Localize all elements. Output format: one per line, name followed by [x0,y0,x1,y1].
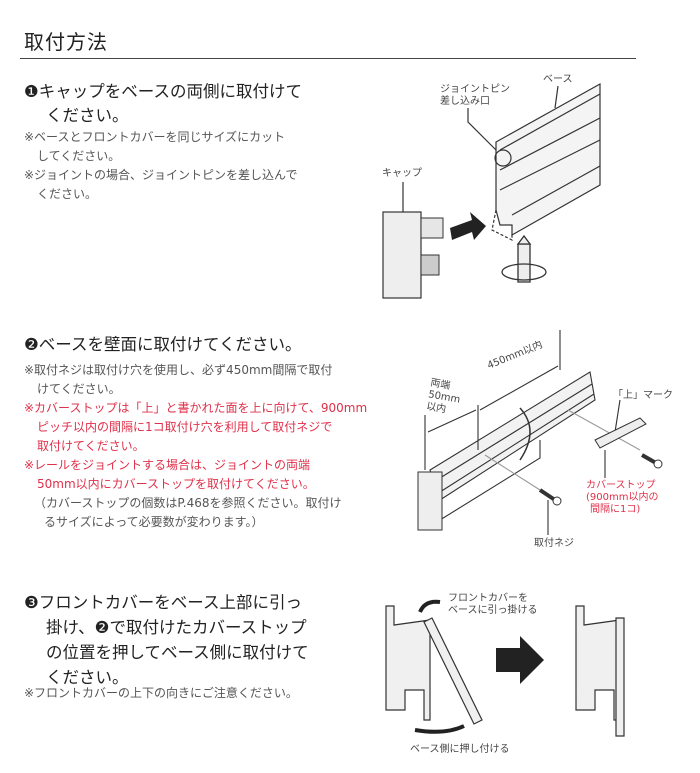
front-cover-tilted [423,617,483,725]
label-screw: 取付ネジ [534,538,574,549]
label-joint-pin: ジョイントピン 差し込み口 [440,84,510,108]
step3-heading-line4: ください。 [46,668,129,687]
cap-icon [382,211,422,299]
label-joint-pin-line2: 差し込み口 [440,96,490,107]
step2-notes: ※取付ネジは取付け穴を使用し、必ず450mm間隔で取付 けてください。 ※カバー… [24,361,367,532]
step2-note1-line2: けてください。 [37,382,121,396]
step2-note1-line1: ※取付ネジは取付け穴を使用し、必ず450mm間隔で取付 [24,363,333,377]
step2-note4-line2: るサイズによって必要数が変わります。） [44,515,264,529]
step2-note3-line2: 50mm以内にカバーストップを取付けてください。 [37,477,315,491]
step3-heading-line3: の位置を押してベース側に取付けて [46,643,309,662]
step2-note4-line1: （カバーストップの個数はP.468を参照ください。取付け [34,496,342,510]
step2-note2-line2: ピッチ以内の間隔に1コ取付け穴を利用して取付ネジで [37,420,333,434]
base-profile-before [385,605,431,721]
label-push: ベース側に押し付ける [410,744,510,755]
label-hook: フロントカバーを ベースに引っ掛ける [448,593,538,617]
step1-note2-line2: ください。 [37,187,98,201]
step1-note1-line1: ※ベースとフロントカバーを同じサイズにカット [24,130,286,144]
step3-heading: ❸フロントカバーをベース上部に引っ 掛け、❷で取付けたカバーストップ の位置を押… [24,590,309,690]
label-base: ベース [543,74,573,85]
step2-note2-line1: ※カバーストップは「上」と書かれた面を上に向けて、900mm [24,401,368,415]
label-cover-stop-line3: 間隔に1コ) [590,504,641,515]
step1-notes: ※ベースとフロントカバーを同じサイズにカット してください。 ※ジョイントの場合… [24,128,297,204]
step1-note2-line1: ※ジョイントの場合、ジョイントピンを差し込んで [24,168,298,182]
title-divider [20,58,636,59]
step2-note2-line3: 取付けてください。 [37,439,145,453]
page-title: 取付方法 [24,30,108,54]
screwdriver-icon [501,234,547,283]
curved-arrow-icon [414,724,465,734]
step1-heading: ❶キャップをベースの両側に取付けて ください。 [24,80,302,128]
front-cover-attached [615,617,625,737]
cap-icon [417,471,443,531]
label-up-mark: 「上」マーク [613,390,673,401]
arrow-right-icon [450,212,486,240]
curved-arrow-icon [418,599,441,613]
step2-note3-line1: ※レールをジョイントする場合は、ジョイントの両端 [24,458,311,472]
step3-heading-line1: ❸フロントカバーをベース上部に引っ [24,593,302,612]
step1-note1-line2: してください。 [37,149,121,163]
step1-heading-line1: ❶キャップをベースの両側に取付けて [24,82,302,101]
cover-stop-icon [594,417,647,449]
label-cover-stop-line1: カバーストップ [586,480,656,491]
step3-heading-line2: 掛け、❷で取付けたカバーストップ [46,618,307,637]
step3-note: ※フロントカバーの上下の向きにご注意ください。 [24,686,298,700]
arrow-right-icon [496,636,544,684]
label-cover-stop: カバーストップ (900mm以内の 間隔に1コ) [586,480,658,516]
label-joint-pin-line1: ジョイントピン [440,84,510,95]
screw-icon [641,453,663,469]
label-hook-line1: フロントカバーを [448,593,528,604]
label-cap: キャップ [382,168,422,179]
label-cover-stop-line2: (900mm以内の [586,492,659,503]
step1-heading-line2: ください。 [46,106,129,125]
base-profile-after [575,605,621,721]
step2-heading: ❷ベースを壁面に取付けてください。 [24,335,302,354]
screw-icon [538,488,562,506]
label-hook-line2: ベースに引っ掛ける [448,605,538,616]
